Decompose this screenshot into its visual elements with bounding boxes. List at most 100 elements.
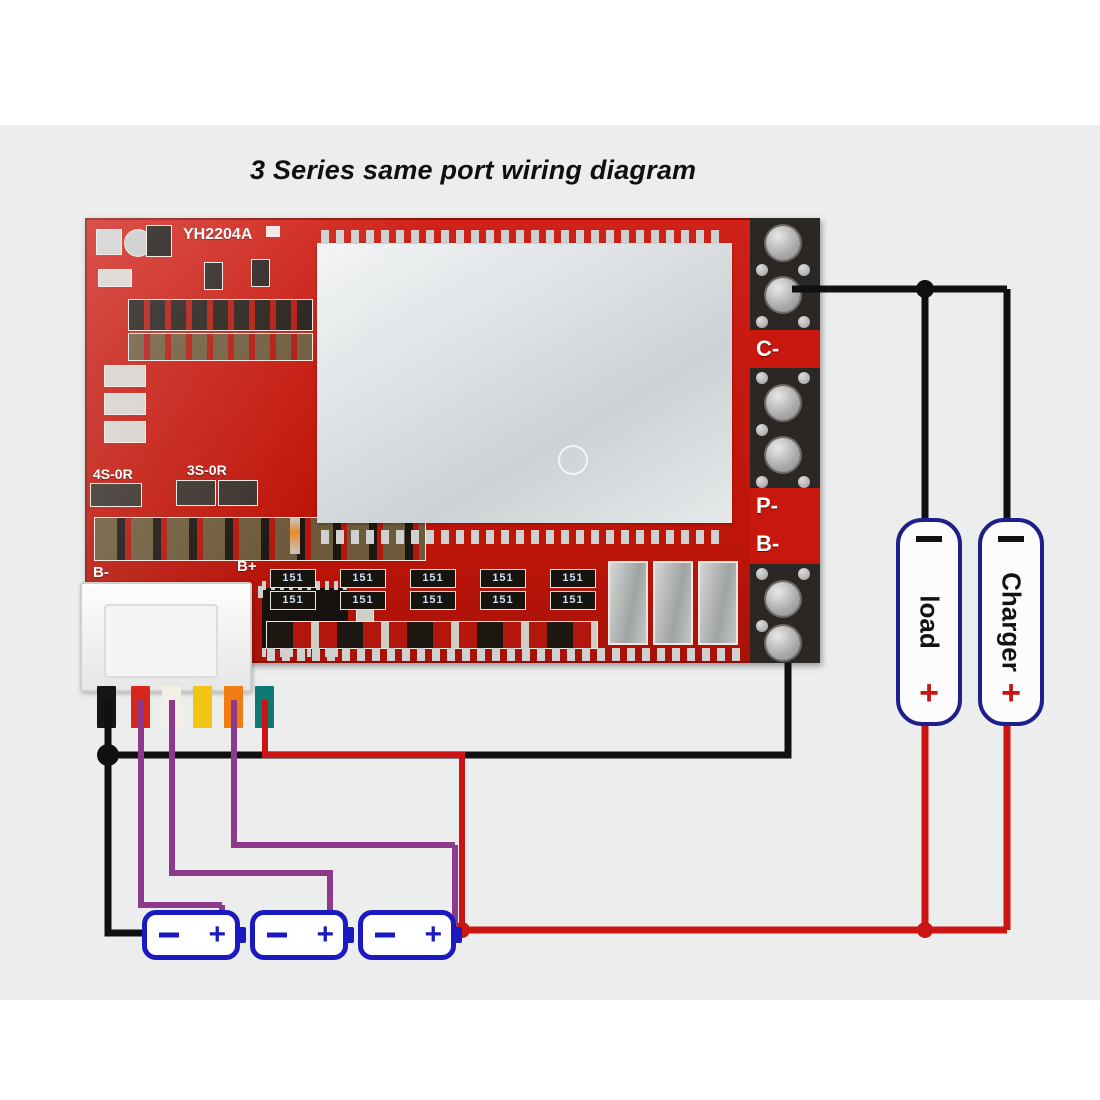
terminal-via — [756, 264, 768, 276]
terminal-via — [798, 316, 810, 328]
pcb-via-row — [267, 648, 747, 661]
pcb-diode — [290, 518, 300, 554]
terminal-pad — [766, 226, 800, 260]
load-minus-terminal — [916, 536, 942, 542]
pcb-resistor-array — [129, 300, 312, 330]
terminal-pad — [766, 438, 800, 472]
board-model-silkscreen: YH2204A — [183, 226, 253, 243]
junction-dot-black-top — [916, 280, 934, 298]
pcb-component — [105, 422, 145, 442]
terminal-via — [756, 568, 768, 580]
cell-3-terminal — [452, 927, 462, 943]
terminal-pad — [766, 386, 800, 420]
pad-label-band-c-minus: C- — [750, 330, 820, 368]
device-charger[interactable]: Charger + — [978, 518, 1044, 726]
balance-resistor: 151 — [271, 592, 315, 609]
balance-resistor: 151 — [551, 570, 595, 587]
balance-resistor-block: 151 151 — [551, 570, 595, 610]
balance-connector — [80, 582, 252, 692]
pcb-component — [205, 263, 222, 289]
pcb-component — [252, 260, 269, 286]
terminal-pad-strip: C- P- B- — [750, 218, 820, 663]
balance-resistor: 151 — [481, 570, 525, 587]
pcb-component — [99, 270, 131, 286]
mosfet-heatsink — [317, 243, 732, 523]
battery-cell-1[interactable]: + — [142, 910, 246, 960]
jumper-3s-pad — [177, 481, 215, 505]
balance-resistor-block: 151 151 — [341, 570, 385, 610]
load-label: load — [914, 595, 945, 649]
pad-label-band-b-minus: B- — [750, 524, 820, 564]
background-band-bottom — [0, 1000, 1100, 1100]
page-title: 3 Series same port wiring diagram — [250, 155, 697, 185]
wire-purple-tap-1 — [138, 700, 222, 908]
device-load[interactable]: load + — [896, 518, 962, 726]
balance-resistor: 151 — [481, 592, 525, 609]
jumper-4s-pad — [91, 484, 141, 506]
pcb-component — [147, 226, 171, 256]
pad-label-b-minus: B- — [756, 531, 780, 556]
balance-wire-yellow — [193, 686, 212, 728]
pcb-component — [105, 366, 145, 386]
terminal-via — [756, 476, 768, 488]
connector-slot — [104, 604, 218, 678]
cell-2-minus — [267, 932, 287, 938]
battery-cell-2[interactable]: + — [250, 910, 354, 960]
cell-1-terminal — [236, 927, 246, 943]
wire-black-to-battery-minus — [104, 700, 150, 937]
b-plus-silkscreen: B+ — [237, 558, 257, 575]
cell-2-terminal — [344, 927, 354, 943]
pcb-resistor-array — [129, 334, 312, 360]
cell-3-plus: + — [424, 918, 442, 951]
terminal-pad-b-minus-bottom — [766, 626, 800, 660]
balance-resistor: 151 — [341, 592, 385, 609]
terminal-via — [756, 372, 768, 384]
pcb-via-row — [321, 530, 721, 544]
balance-resistor: 151 — [411, 570, 455, 587]
wire-purple-tap-3 — [231, 700, 455, 848]
terminal-via — [798, 264, 810, 276]
pcb-via — [125, 230, 151, 256]
wire-purple-tap-2 — [169, 700, 333, 905]
cell-3-minus — [375, 932, 395, 938]
balance-resistor: 151 — [341, 570, 385, 587]
pad-label-band-p-minus: P- — [750, 488, 820, 524]
pad-label-c-minus: C- — [756, 336, 780, 361]
cell-1-plus: + — [208, 918, 226, 951]
pcb-pad — [97, 230, 121, 254]
jumper-3s-label: 3S-0R — [187, 462, 227, 478]
pad-label-p-minus: P- — [756, 493, 778, 518]
terminal-pad — [766, 582, 800, 616]
terminal-via — [798, 568, 810, 580]
shunt-resistor — [655, 563, 691, 643]
balance-resistor-block: 151 151 — [481, 570, 525, 610]
cell-1-minus — [159, 932, 179, 938]
wire-black-bminus-return — [108, 663, 792, 759]
shunt-resistor — [610, 563, 646, 643]
pcb-component — [105, 394, 145, 414]
b-minus-silkscreen: B- — [93, 564, 109, 581]
pcb-marking — [267, 227, 279, 236]
charger-label: Charger — [996, 572, 1027, 672]
terminal-via — [756, 424, 768, 436]
battery-cell-3[interactable]: + — [358, 910, 462, 960]
junction-dot-red-load — [917, 922, 933, 938]
balance-resistor-block: 151 151 — [271, 570, 315, 610]
jumper-4s-label: 4S-0R — [93, 466, 133, 482]
shunt-resistor — [700, 563, 736, 643]
balance-resistor: 151 — [551, 592, 595, 609]
balance-resistor: 151 — [271, 570, 315, 587]
terminal-via — [798, 372, 810, 384]
load-plus-terminal: + — [919, 674, 939, 712]
cell-2-plus: + — [316, 918, 334, 951]
charger-plus-terminal: + — [1001, 674, 1021, 712]
terminal-via — [756, 316, 768, 328]
charger-minus-terminal — [998, 536, 1024, 542]
terminal-via — [756, 620, 768, 632]
balance-resistor-block: 151 151 — [411, 570, 455, 610]
jumper-3s-pad — [219, 481, 257, 505]
terminal-pad-c-minus-top — [766, 278, 800, 312]
balance-resistor: 151 — [411, 592, 455, 609]
wire-red-battery-plus-tap — [262, 700, 465, 930]
